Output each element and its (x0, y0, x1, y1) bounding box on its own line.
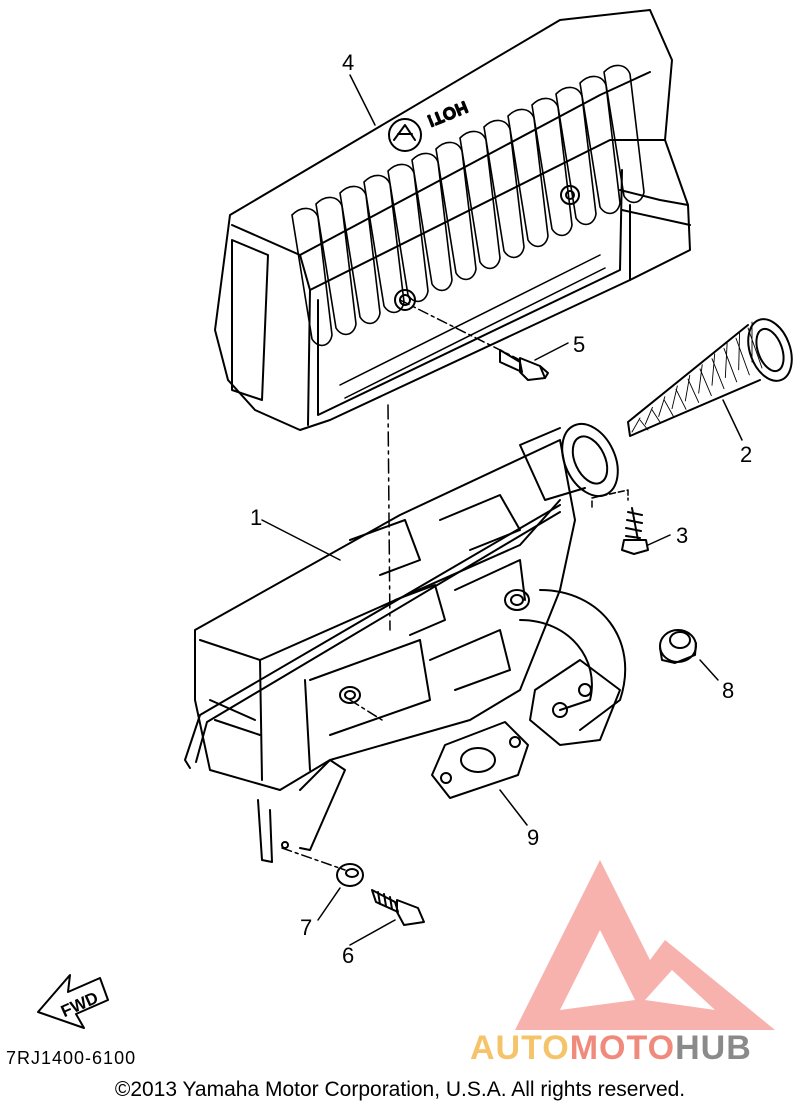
cover-fin (291, 207, 333, 347)
watermark-text-auto: AUTO (470, 1029, 570, 1067)
cover-warning-text: HOT! (424, 98, 470, 130)
callout-4: 4 (342, 50, 354, 75)
mesh-line (698, 364, 703, 394)
cover-fin (579, 75, 621, 215)
mesh-line (699, 368, 712, 397)
watermark-text-hub: HUB (675, 1029, 752, 1067)
mesh-line (631, 417, 641, 433)
mesh-line (671, 385, 678, 410)
muffler-body (184, 422, 627, 863)
cover-fin (411, 152, 453, 292)
cover-fin (339, 185, 381, 325)
cover-fin (531, 97, 573, 237)
tapping-screw (621, 507, 649, 555)
callout-7: 7 (300, 915, 312, 940)
cover-fin (315, 196, 357, 336)
callout-5: 5 (573, 332, 585, 357)
mesh-line (675, 388, 687, 410)
callout-3: 3 (676, 523, 688, 548)
flange-nut (659, 629, 697, 664)
mesh-line (735, 337, 750, 376)
copyright-notice: ©2013 Yamaha Motor Corporation, U.S.A. A… (114, 1078, 686, 1101)
watermark-logo (515, 860, 775, 1030)
washer (336, 863, 364, 887)
fwd-label: FWD (58, 988, 101, 1021)
exhaust-gasket (431, 721, 529, 799)
cover-fin (507, 108, 549, 248)
watermark-text: AUTOMOTOHUB (470, 1029, 752, 1068)
mesh-line (747, 327, 763, 369)
cover-fin (555, 86, 597, 226)
muffler-cover: HOT! (214, 9, 691, 431)
mesh-line (687, 378, 700, 403)
callout-8: 8 (722, 678, 734, 703)
callout-6: 6 (342, 943, 354, 968)
mesh-line (711, 353, 716, 386)
callout-1: 1 (250, 505, 262, 530)
cover-fin (483, 119, 525, 259)
callout-9: 9 (527, 825, 539, 850)
mesh-line (644, 406, 653, 425)
leader-lines (261, 74, 743, 946)
mesh-line (651, 409, 662, 424)
cover-fin (387, 163, 429, 303)
forward-arrow (37, 974, 109, 1029)
cover-bolt (499, 349, 549, 381)
watermark-text-moto: MOTO (569, 1029, 676, 1067)
mesh-line (658, 396, 666, 417)
mesh-line (663, 399, 674, 417)
part-code: 7RJ1400-6100 (6, 1048, 137, 1068)
cover-fin (459, 130, 501, 270)
callout-2: 2 (740, 442, 752, 467)
cover-fin (603, 64, 645, 204)
mesh-line (724, 342, 728, 379)
callout-numbers: 4 5 2 3 1 8 9 7 6 (250, 50, 752, 968)
bracket-bolt (371, 889, 425, 926)
cover-fin (435, 141, 477, 281)
mesh-line (738, 332, 741, 371)
spark-arrester-screen (627, 318, 793, 437)
mesh-line (639, 419, 649, 431)
mesh-line (684, 374, 691, 402)
